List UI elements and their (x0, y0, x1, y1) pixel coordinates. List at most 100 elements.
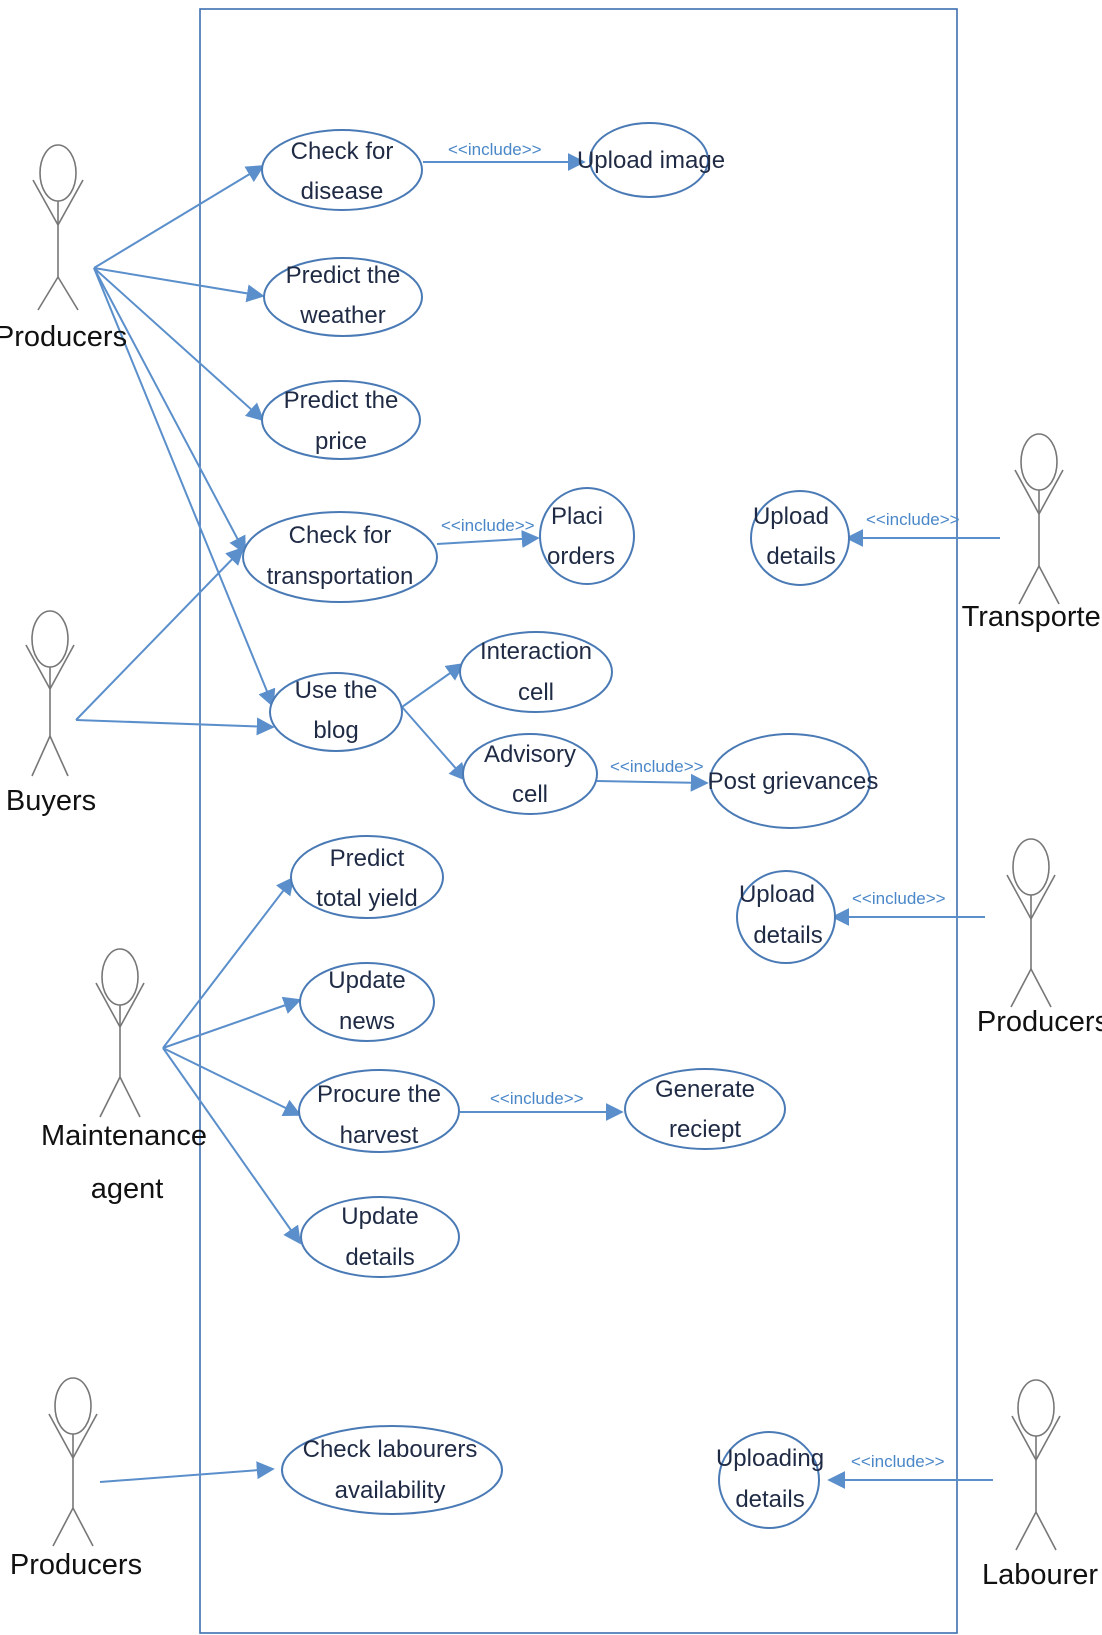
associations (75, 165, 468, 1483)
svg-text:reciept: reciept (669, 1116, 741, 1143)
svg-text:Placi: Placi (551, 503, 603, 530)
svg-text:details: details (735, 1486, 804, 1513)
svg-text:weather: weather (299, 302, 385, 329)
svg-text:Generate: Generate (655, 1076, 755, 1103)
use-case-check-transportation[interactable]: Check for transportation (242, 511, 438, 603)
stick-figure-icon (48, 1377, 98, 1547)
assoc-buyers-check-transport (75, 546, 245, 721)
include-label: <<include>> (490, 1089, 584, 1108)
use-case-uploading-details[interactable]: Uploading details (716, 1431, 824, 1529)
use-case-place-orders[interactable]: Placi orders (539, 487, 635, 585)
use-case-predict-weather[interactable]: Predict the weather (263, 257, 423, 337)
svg-text:Predict: Predict (330, 845, 405, 872)
svg-text:blog: blog (313, 717, 358, 744)
assoc-buyers-use-blog (75, 717, 275, 736)
use-case-predict-total-yield[interactable]: Predict total yield (290, 835, 444, 919)
svg-text:price: price (315, 428, 367, 455)
svg-text:news: news (339, 1008, 395, 1035)
actor-maintenance-agent[interactable]: Maintenance agent (41, 948, 207, 1205)
include-arrow-place-orders (436, 529, 540, 548)
svg-text:details: details (766, 543, 835, 570)
assoc-producers-check-disease (93, 165, 265, 269)
assoc-blog-advisory (401, 706, 468, 782)
stick-figure-icon (1011, 1379, 1061, 1551)
actor-buyers[interactable]: Buyers (6, 610, 96, 817)
use-case-upload-image[interactable]: Upload image (577, 122, 725, 198)
assoc-agent-update-news (162, 996, 302, 1049)
assoc-agent-predict-yield (162, 876, 295, 1049)
include-label: <<include>> (851, 1452, 945, 1471)
stick-figure-icon (95, 948, 145, 1118)
actor-transporter[interactable]: Transporter (962, 433, 1102, 633)
svg-text:details: details (753, 922, 822, 949)
svg-text:Uploading: Uploading (716, 1445, 824, 1472)
use-case-check-disease[interactable]: Check for disease (261, 129, 423, 211)
svg-text:Update: Update (328, 967, 405, 994)
actor-producers-right[interactable]: Producers (977, 838, 1102, 1038)
svg-text:Interaction: Interaction (480, 638, 592, 665)
include-label: <<include>> (866, 510, 960, 529)
stick-figure-icon (32, 144, 84, 311)
svg-text:Post grievances: Post grievances (708, 768, 879, 795)
svg-text:Upload: Upload (739, 881, 815, 908)
svg-text:Producers: Producers (0, 321, 127, 353)
use-case-procure-harvest[interactable]: Procure the harvest (298, 1069, 460, 1153)
stick-figure-icon (25, 610, 75, 777)
svg-text:Update: Update (341, 1203, 418, 1230)
actor-labourer[interactable]: Labourer (982, 1379, 1098, 1591)
svg-text:orders: orders (547, 543, 615, 570)
svg-text:Labourer: Labourer (982, 1559, 1098, 1591)
assoc-agent-procure-harvest (162, 1047, 302, 1116)
actor-producers-bottom[interactable]: Producers (10, 1377, 142, 1581)
svg-text:total yield: total yield (316, 885, 417, 912)
svg-text:Use the: Use the (295, 677, 378, 704)
svg-text:Check labourers: Check labourers (303, 1436, 478, 1463)
assoc-producers-check-labourers (99, 1461, 275, 1483)
include-relations: <<include>> <<include>> <<include>> <<in… (423, 140, 1000, 1489)
svg-text:availability: availability (335, 1477, 446, 1504)
use-case-post-grievances[interactable]: Post grievances (708, 733, 879, 829)
svg-text:cell: cell (518, 679, 554, 706)
stick-figure-icon (1006, 838, 1056, 1008)
stick-figure-icon (1014, 433, 1064, 605)
use-case-check-labourers-availability[interactable]: Check labourers availability (281, 1425, 503, 1515)
svg-text:Predict the: Predict the (286, 262, 401, 289)
include-label: <<include>> (610, 757, 704, 776)
use-case-interaction-cell[interactable]: Interaction cell (459, 631, 613, 713)
svg-text:disease: disease (301, 178, 384, 205)
svg-text:Maintenance: Maintenance (41, 1120, 207, 1152)
use-case-upload-details-transporter[interactable]: Upload details (750, 490, 850, 586)
assoc-producers-predict-weather (93, 267, 265, 303)
assoc-blog-interaction (401, 662, 465, 708)
include-label: <<include>> (852, 889, 946, 908)
include-arrow-post-grievances (596, 773, 709, 792)
svg-text:transportation: transportation (267, 563, 414, 590)
svg-text:Transporter: Transporter (962, 601, 1102, 633)
assoc-producers-predict-price (93, 267, 265, 422)
svg-text:Procure the: Procure the (317, 1081, 441, 1108)
use-case-generate-receipt[interactable]: Generate reciept (624, 1068, 786, 1150)
svg-text:Check for: Check for (289, 522, 392, 549)
svg-text:Upload image: Upload image (577, 147, 725, 174)
svg-text:Producers: Producers (10, 1549, 142, 1581)
use-case-update-news[interactable]: Update news (299, 962, 435, 1042)
include-label: <<include>> (441, 516, 535, 535)
use-case-update-details[interactable]: Update details (300, 1196, 460, 1278)
svg-text:details: details (345, 1244, 414, 1271)
use-case-predict-price[interactable]: Predict the price (261, 380, 421, 460)
svg-text:harvest: harvest (340, 1122, 419, 1149)
svg-text:cell: cell (512, 781, 548, 808)
svg-text:Upload: Upload (753, 503, 829, 530)
use-case-advisory-cell[interactable]: Advisory cell (462, 733, 598, 815)
use-case-use-blog[interactable]: Use the blog (269, 672, 403, 752)
system-boundary (199, 8, 958, 1634)
assoc-producers-use-blog (93, 267, 276, 708)
svg-text:agent: agent (91, 1173, 164, 1205)
actor-producers-top[interactable]: Producers (0, 144, 127, 353)
svg-text:Predict the: Predict the (284, 387, 399, 414)
svg-text:Advisory: Advisory (484, 741, 576, 768)
use-case-upload-details-producers[interactable]: Upload details (736, 870, 836, 964)
include-label: <<include>> (448, 140, 542, 159)
svg-text:Producers: Producers (977, 1006, 1102, 1038)
